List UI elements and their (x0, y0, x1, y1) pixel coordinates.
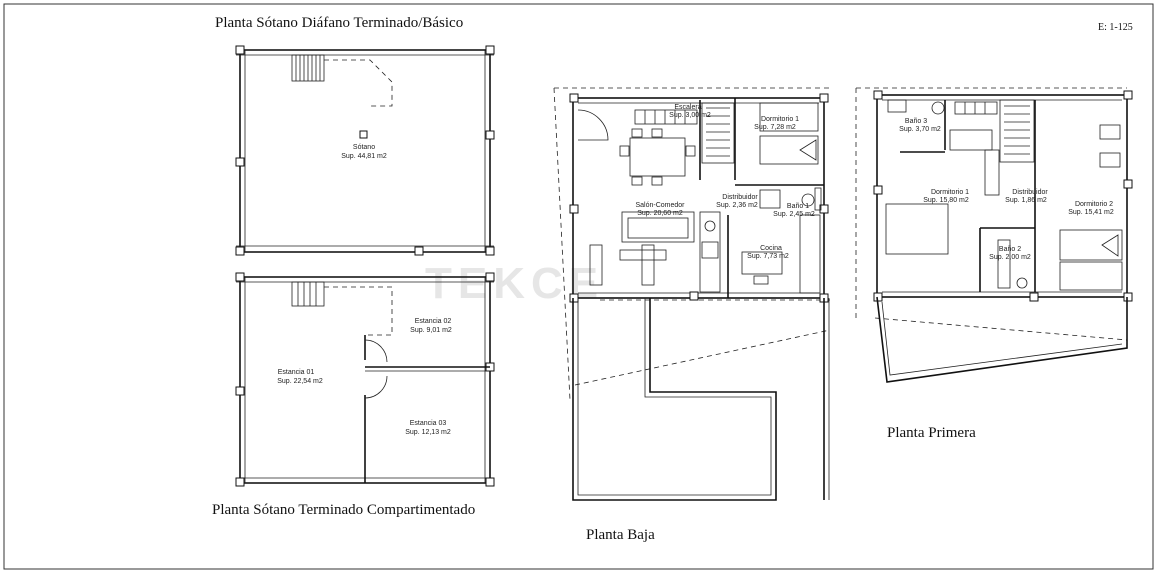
basement-open-outline (239, 49, 491, 253)
room-area: Sup. 12,13 m2 (405, 429, 451, 436)
room-name: Distribuidor (1012, 189, 1048, 196)
room-name: Baño 2 (999, 246, 1021, 253)
wardrobe-icon (984, 149, 1000, 196)
room-area: Sup. 2,36 m2 (716, 202, 758, 209)
basement-open-plan: Planta Sótano Diáfano Terminado/Básico (215, 15, 495, 256)
bed-icon (759, 102, 819, 165)
room-name: Sótano (353, 144, 375, 151)
room-name: Estancia 02 (415, 318, 452, 325)
room-area: Sup. 44,81 m2 (341, 153, 387, 160)
first-floor-title: Planta Primera (887, 425, 976, 441)
first-floor-plan: Planta Primera (855, 87, 1133, 441)
room-name: Cocina (760, 245, 782, 252)
stair-icon (291, 281, 393, 336)
room-name: Escalera (674, 104, 701, 111)
room-area: Sup. 15,41 m2 (1068, 209, 1114, 216)
room-name: Estancia 01 (278, 369, 315, 376)
stair-icon (634, 102, 735, 164)
ground-floor-title: Planta Baja (586, 527, 655, 543)
toilet-icon (759, 187, 822, 211)
dining-table-icon (619, 128, 696, 186)
room-area: Sup. 7,73 m2 (747, 253, 789, 260)
entrance-door (577, 109, 609, 141)
sheet-border (3, 3, 1154, 570)
room-area: Sup. 9,01 m2 (410, 327, 452, 334)
room-name: Baño 3 (905, 118, 927, 125)
sofa-icon (589, 211, 695, 286)
wardrobe-icon (949, 129, 993, 151)
room-area: Sup. 7,28 m2 (754, 124, 796, 131)
room-name: Estancia 03 (410, 420, 447, 427)
room-name: Salón-Comedor (635, 202, 685, 209)
room-area: Sup. 2,00 m2 (989, 254, 1031, 261)
terrace-outline (572, 298, 777, 501)
terrace-outline (876, 296, 1128, 383)
room-area: Sup. 3,70 m2 (899, 126, 941, 133)
room-area: Sup. 20,60 m2 (637, 210, 683, 217)
room-name: Baño 1 (787, 203, 809, 210)
basement-divided-title: Planta Sótano Terminado Compartimentado (212, 502, 475, 518)
stair-icon (291, 54, 393, 107)
room-name: Dormitorio 2 (1075, 201, 1113, 208)
room-name: Distribuidor (722, 194, 758, 201)
ground-floor-plan: Planta Baja (553, 87, 831, 543)
scale-label: E: 1-125 (1098, 22, 1133, 33)
room-area: Sup. 2,45 m2 (773, 211, 815, 218)
room-area: Sup. 15,80 m2 (923, 197, 969, 204)
room-area: Sup. 3,00 m2 (669, 112, 711, 119)
basement-open-title: Planta Sótano Diáfano Terminado/Básico (215, 15, 463, 31)
toilet-icon (887, 99, 1028, 289)
kitchen-counter-icon (699, 211, 821, 294)
room-name: Dormitorio 1 (761, 116, 799, 123)
basement-divided-plan: Planta Sótano Terminado Compartimentado … (212, 272, 495, 518)
bed-icon (885, 124, 1123, 291)
stair-icon (954, 99, 1035, 163)
room-area: Sup. 1,86 m2 (1005, 197, 1047, 204)
watermark: TEKCE (425, 259, 604, 308)
room-area: Sup. 22,54 m2 (277, 378, 323, 385)
room-name: Dormitorio 1 (931, 189, 969, 196)
first-floor-outline (876, 94, 1128, 298)
